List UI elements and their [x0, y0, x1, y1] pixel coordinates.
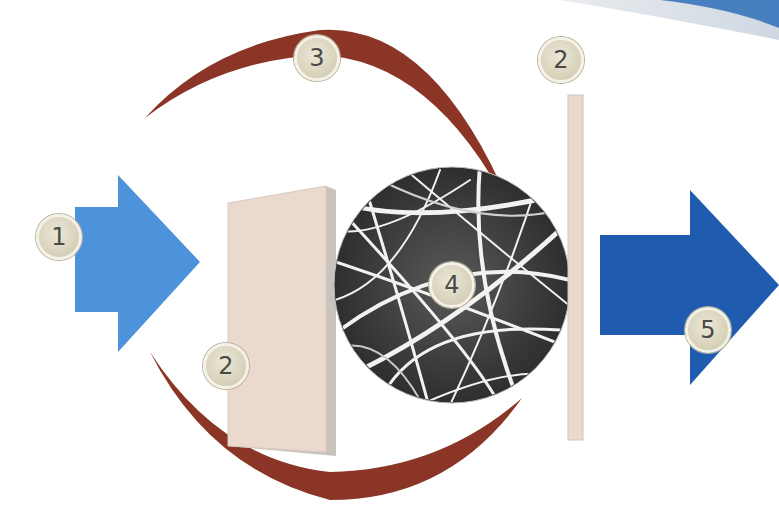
callout-number: 5 — [685, 307, 731, 353]
callout-number: 3 — [294, 35, 340, 81]
callout-number: 1 — [36, 214, 82, 260]
inlet-arrow — [75, 175, 200, 352]
fibers — [330, 165, 580, 410]
filter-panel-edge — [228, 186, 336, 456]
callout-number: 2 — [538, 37, 584, 83]
filter-panel — [228, 186, 326, 452]
micrograph-border — [334, 167, 570, 403]
background-swoosh — [560, 0, 779, 40]
callout-number: 4 — [429, 262, 475, 308]
callout-number: 2 — [203, 343, 249, 389]
background-swoosh — [660, 0, 779, 28]
outlet-arrow — [600, 190, 779, 385]
thin-filter-layer — [568, 95, 583, 440]
